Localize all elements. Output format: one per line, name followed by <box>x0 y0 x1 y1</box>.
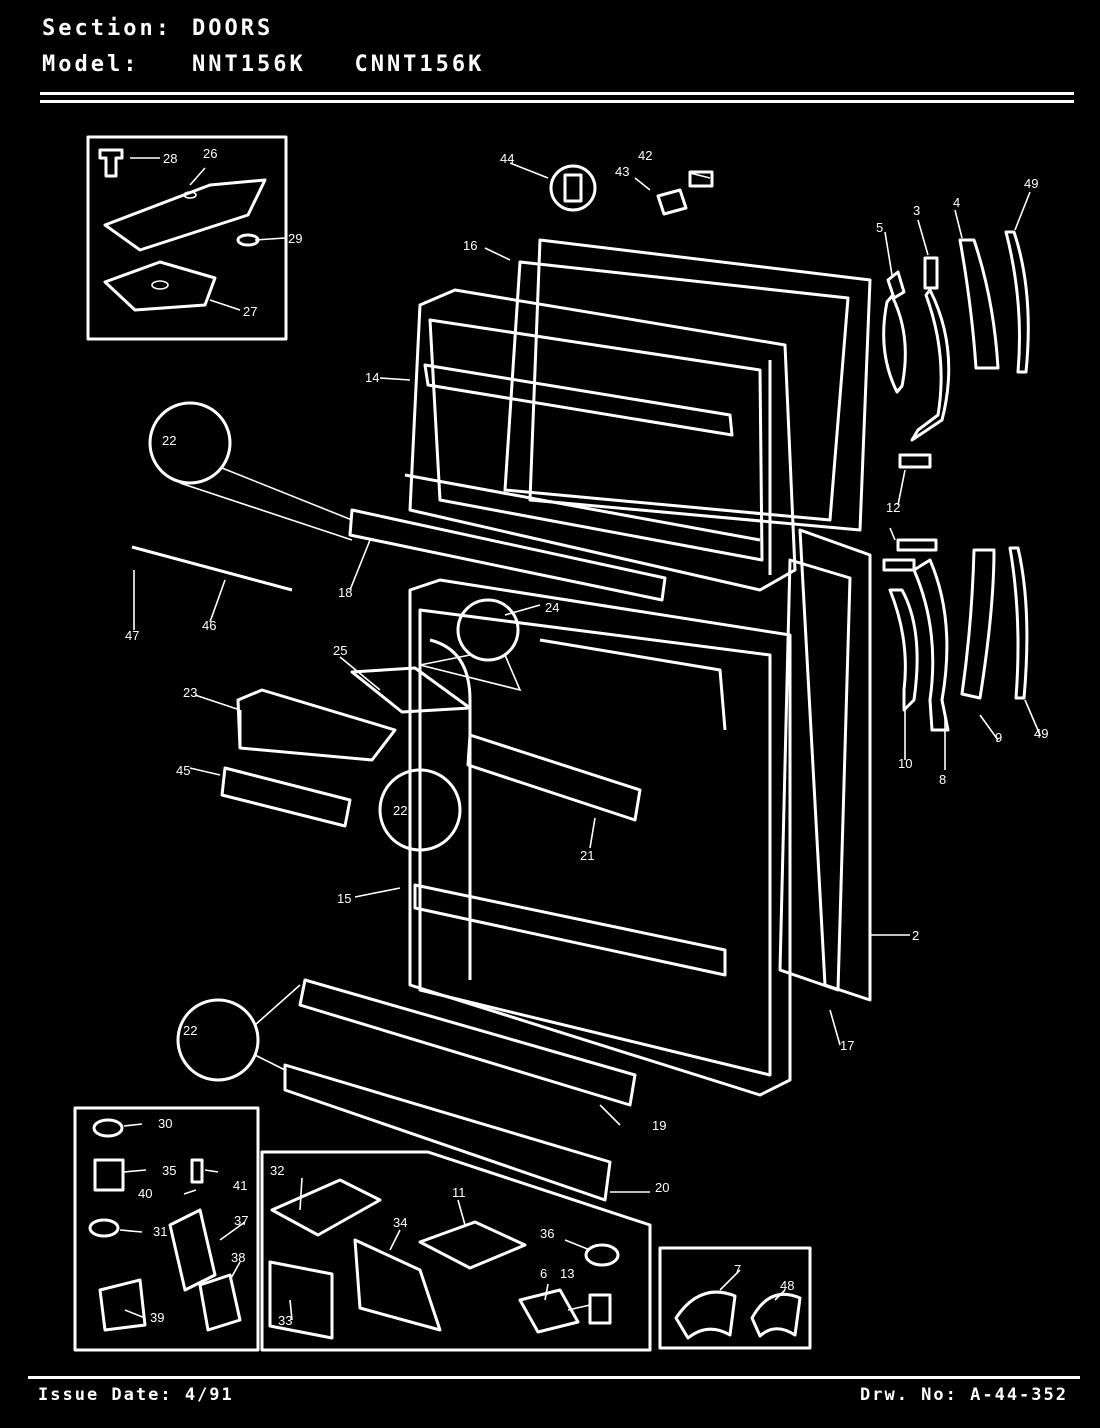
callout-24: 24 <box>545 600 559 615</box>
callout-40: 40 <box>138 1186 152 1201</box>
footer-rule <box>28 1376 1080 1379</box>
callout-5: 5 <box>876 220 883 235</box>
callout-22-b: 22 <box>393 803 407 818</box>
callout-26: 26 <box>203 146 217 161</box>
callout-12: 12 <box>886 500 900 515</box>
callout-10: 10 <box>898 756 912 771</box>
callout-38: 38 <box>231 1250 245 1265</box>
door-bars <box>131 508 667 1202</box>
header-rule-top <box>40 92 1074 95</box>
fresh-food-hinge-parts <box>888 546 1029 732</box>
freezer-hinge-parts <box>882 230 1030 572</box>
callout-46: 46 <box>202 618 216 633</box>
callout-43: 43 <box>615 164 629 179</box>
callout-23: 23 <box>183 685 197 700</box>
callout-13: 13 <box>560 1266 574 1281</box>
callout-16: 16 <box>463 238 477 253</box>
callout-45: 45 <box>176 763 190 778</box>
callout-41: 41 <box>233 1178 247 1193</box>
callout-30: 30 <box>158 1116 172 1131</box>
callout-25: 25 <box>333 643 347 658</box>
section-line: Section: DOORS <box>42 16 273 41</box>
callout-35: 35 <box>162 1163 176 1178</box>
callout-48: 48 <box>780 1278 794 1293</box>
leader-lines <box>119 157 1041 1321</box>
callout-7: 7 <box>734 1262 741 1277</box>
fresh-food-door <box>408 528 872 1097</box>
callout-49-b: 49 <box>1034 726 1048 741</box>
freezer-door <box>404 238 872 592</box>
callout-17: 17 <box>840 1038 854 1053</box>
model-value: NNT156K CNNT156K <box>192 52 485 77</box>
model-line: Model: NNT156K CNNT156K <box>42 52 484 77</box>
callout-19: 19 <box>652 1118 666 1133</box>
callout-18: 18 <box>338 585 352 600</box>
callout-20: 20 <box>655 1180 669 1195</box>
callout-28: 28 <box>163 151 177 166</box>
callout-29: 29 <box>288 231 302 246</box>
callout-8: 8 <box>939 772 946 787</box>
callout-2: 2 <box>912 928 919 943</box>
callout-44: 44 <box>500 151 514 166</box>
callout-3: 3 <box>913 203 920 218</box>
callout-42: 42 <box>638 148 652 163</box>
callout-11: 11 <box>452 1185 466 1200</box>
callout-34: 34 <box>393 1215 407 1230</box>
callout-47: 47 <box>125 628 139 643</box>
bottom-bracket-inset <box>260 1150 652 1352</box>
callout-37: 37 <box>234 1213 248 1228</box>
drawing-number: Drw. No: A-44-352 <box>860 1385 1068 1405</box>
bottom-cam-inset <box>658 1246 812 1350</box>
section-label: Section: <box>42 16 172 41</box>
callout-22-a: 22 <box>162 433 176 448</box>
issue-date: Issue Date: 4/91 <box>38 1385 234 1405</box>
callout-31: 31 <box>153 1224 167 1239</box>
top-hinge-inset <box>86 135 288 341</box>
section-value: DOORS <box>192 16 274 41</box>
callout-39: 39 <box>150 1310 164 1325</box>
callout-27: 27 <box>243 304 257 319</box>
callout-33: 33 <box>278 1313 292 1328</box>
callout-32: 32 <box>270 1163 284 1178</box>
top-small-parts <box>549 164 714 216</box>
callout-6: 6 <box>540 1266 547 1281</box>
dairy-compartment <box>220 666 472 828</box>
callout-4: 4 <box>953 195 960 210</box>
callout-labels: 28 26 29 27 44 42 43 16 14 18 47 46 24 2… <box>125 146 1048 1328</box>
callout-15: 15 <box>337 891 351 906</box>
callout-14: 14 <box>365 370 379 385</box>
callout-22-c: 22 <box>183 1023 197 1038</box>
model-label: Model: <box>42 52 140 77</box>
detail-circles <box>148 401 522 1082</box>
callout-49-a: 49 <box>1024 176 1038 191</box>
header-rule-bottom <box>40 100 1074 103</box>
callout-9: 9 <box>995 730 1002 745</box>
callout-21: 21 <box>580 848 594 863</box>
bottom-hinge-inset <box>73 1106 260 1352</box>
callout-36: 36 <box>540 1226 554 1241</box>
